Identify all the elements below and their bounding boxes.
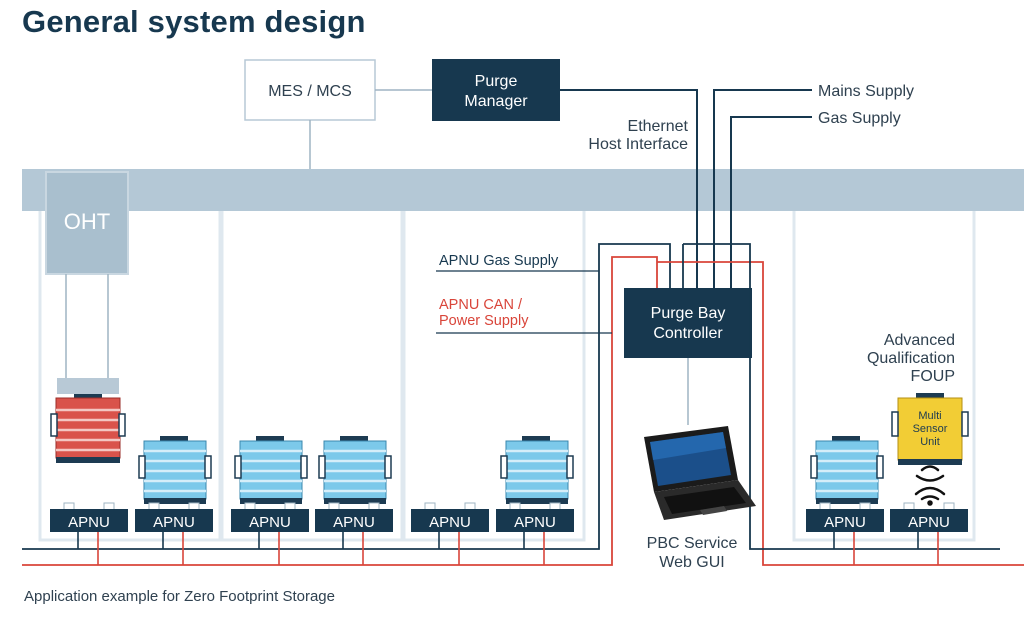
blue-foups xyxy=(138,436,884,504)
pbc-label-line2: Controller xyxy=(653,325,723,342)
apnu-can-label-line1: APNU CAN / xyxy=(439,297,523,313)
apnu-label: APNU xyxy=(249,514,291,531)
oht-label: OHT xyxy=(64,209,110,234)
red-foup xyxy=(50,394,126,463)
wireless-icon xyxy=(914,465,946,506)
apnu-unit: APNU xyxy=(890,502,968,565)
pbc-label-line1: Purge Bay xyxy=(651,305,726,322)
pbc-service-label-line1: PBC Service xyxy=(647,535,738,552)
multi-sensor-line2: Sensor xyxy=(913,423,948,435)
apnu-label: APNU xyxy=(908,514,950,531)
figure-caption: Application example for Zero Footprint S… xyxy=(24,588,335,605)
mes-mcs-label: MES / MCS xyxy=(268,83,352,100)
mes-mcs-box: MES / MCS xyxy=(244,59,376,121)
apnu-unit: APNU xyxy=(315,502,393,565)
apnu-label: APNU xyxy=(333,514,375,531)
blue-foup xyxy=(234,436,308,504)
apnu-unit: APNU xyxy=(135,502,213,565)
purge-manager-label-line1: Purge xyxy=(475,73,518,90)
aq-foup-label-line1: Advanced xyxy=(884,332,955,349)
overhead-rail xyxy=(22,169,1024,211)
yellow-sensor-foup: Multi Sensor Unit xyxy=(891,393,969,465)
pbc-service-label-line2: Web GUI xyxy=(659,554,725,571)
apnu-unit: APNU xyxy=(496,502,574,565)
apnu-unit: APNU xyxy=(411,502,489,565)
apnu-unit: APNU xyxy=(50,502,128,565)
apnu-label: APNU xyxy=(824,514,866,531)
purge-manager-box: Purge Manager xyxy=(432,59,560,121)
host-interface-label: Host Interface xyxy=(588,136,688,153)
apnu-label: APNU xyxy=(153,514,195,531)
purge-bay-controller-box: Purge Bay Controller xyxy=(624,288,752,358)
blue-foup xyxy=(138,436,212,504)
blue-foup xyxy=(810,436,884,504)
apnu-unit: APNU xyxy=(231,502,309,565)
mains-supply-label: Mains Supply xyxy=(818,83,914,100)
page-title: General system design xyxy=(22,4,366,39)
right-bus-line-2 xyxy=(683,243,1000,550)
apnu-unit: APNU xyxy=(806,502,884,565)
laptop-icon xyxy=(644,426,756,520)
multi-sensor-line3: Unit xyxy=(920,436,940,448)
apnu-label: APNU xyxy=(68,514,110,531)
gas-supply-label: Gas Supply xyxy=(818,110,901,127)
blue-foup xyxy=(500,436,574,504)
apnu-gas-supply-label: APNU Gas Supply xyxy=(439,253,559,269)
supply-lines xyxy=(560,89,812,290)
apnu-label: APNU xyxy=(429,514,471,531)
apnu-can-power-line xyxy=(22,256,1024,566)
blue-foup xyxy=(318,436,392,504)
aq-foup-label-line2: Qualification xyxy=(867,350,955,367)
apnu-units: APNU APNU APNU APNU APNU APNU APNU APNU xyxy=(50,502,968,565)
apnu-gas-supply-line xyxy=(22,243,671,550)
oht-vehicle: OHT xyxy=(45,171,129,394)
apnu-can-label-line2: Power Supply xyxy=(439,313,529,329)
apnu-label: APNU xyxy=(514,514,556,531)
multi-sensor-line1: Multi xyxy=(918,410,941,422)
aq-foup-label-line3: FOUP xyxy=(911,368,955,385)
ethernet-label: Ethernet xyxy=(628,118,689,135)
purge-manager-label-line2: Manager xyxy=(464,93,528,110)
